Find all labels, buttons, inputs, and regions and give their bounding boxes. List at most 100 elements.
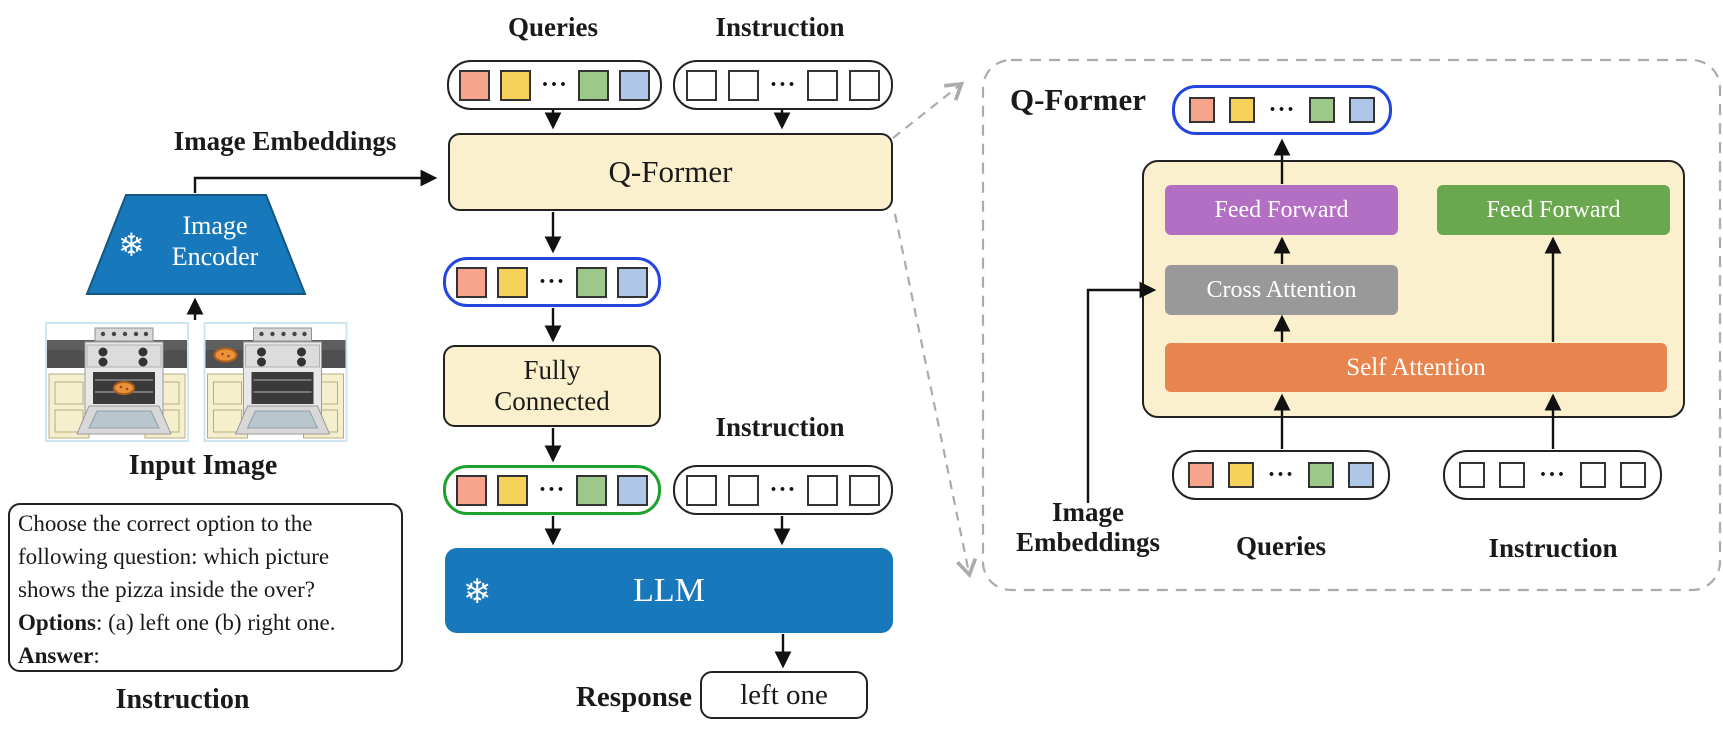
yellow-token	[497, 266, 529, 298]
qformer-box: Q-Former	[448, 133, 893, 211]
snowflake-icon: ❄	[118, 227, 145, 263]
qformer-box-label: Q-Former	[608, 154, 733, 189]
panel-query-output-row: ···	[1172, 85, 1392, 135]
fully-connected-label: Fully Connected	[494, 355, 609, 417]
input-image-right	[203, 322, 348, 442]
panel-image-embeddings-label: Image Embeddings	[985, 497, 1191, 557]
plain-token	[1458, 462, 1485, 488]
ellipsis: ···	[1268, 97, 1296, 123]
llm-label: LLM	[633, 571, 705, 609]
plain-token	[727, 69, 759, 101]
yellow-token	[1227, 462, 1254, 488]
plain-token	[1619, 462, 1646, 488]
answer-label: Answer	[18, 643, 94, 668]
blue-token	[1349, 97, 1376, 123]
blue-token	[616, 266, 648, 298]
snowflake-icon: ❄	[463, 574, 492, 611]
instruction-caption: Instruction	[115, 684, 250, 715]
query-output-row: ···	[443, 257, 661, 307]
image-embeddings-arrow	[193, 169, 438, 193]
image-encoder-line1: Image	[182, 211, 248, 240]
instruction-token-row-top: ···	[673, 60, 893, 110]
fully-connected-line2: Connected	[494, 386, 610, 416]
queries-label-top: Queries	[508, 12, 598, 42]
ellipsis: ···	[769, 72, 797, 98]
feed-forward-right-label: Feed Forward	[1486, 196, 1621, 223]
panel-instruction-label: Instruction	[1488, 533, 1618, 563]
zoom-connector-bottom	[893, 213, 978, 579]
queries-token-row: ···	[447, 60, 662, 110]
plain-token	[807, 474, 839, 506]
image-encoder-trapezoid	[85, 194, 307, 295]
self-attention-block: Self Attention	[1165, 343, 1667, 392]
green-token	[1308, 462, 1335, 488]
prompt-line4: Options: (a) left one (b) right one.	[18, 606, 393, 639]
answer-text: :	[93, 643, 100, 668]
options-text: : (a) left one (b) right one.	[95, 610, 336, 635]
cross-attention-block: Cross Attention	[1165, 265, 1398, 315]
feed-forward-left-label: Feed Forward	[1214, 196, 1349, 223]
instruction-label-mid: Instruction	[715, 412, 845, 442]
ellipsis: ···	[538, 269, 566, 295]
green-token	[575, 266, 607, 298]
panel-image-embeddings-line1: Image	[1052, 497, 1124, 527]
input-image-left	[45, 322, 189, 442]
prompt-line5: Answer:	[18, 639, 393, 672]
plain-token	[727, 474, 759, 506]
green-token	[575, 474, 607, 506]
instruction-prompt-box: Choose the correct option to the followi…	[8, 503, 403, 672]
ellipsis: ···	[1538, 462, 1566, 488]
image-encoder-line2: Encoder	[171, 242, 259, 271]
instruction-label-top: Instruction	[715, 12, 845, 42]
blue-token	[616, 474, 648, 506]
ellipsis: ···	[538, 477, 566, 503]
green-token	[577, 69, 609, 101]
instruction-token-row-mid: ···	[673, 465, 893, 515]
panel-title: Q-Former	[1010, 82, 1146, 117]
prompt-line1: Choose the correct option to the	[18, 511, 313, 536]
salmon-token	[458, 69, 490, 101]
response-value: left one	[740, 678, 828, 711]
cross-attention-label: Cross Attention	[1206, 276, 1357, 303]
feed-forward-right-block: Feed Forward	[1437, 185, 1670, 235]
panel-queries-row: ···	[1172, 450, 1390, 500]
image-embeddings-label: Image Embeddings	[173, 126, 397, 156]
llm-box: ❄ LLM	[445, 548, 893, 633]
response-box: left one	[700, 671, 868, 719]
prompt-line3: shows the pizza inside the over?	[18, 577, 315, 602]
fully-connected-line1: Fully	[523, 355, 581, 385]
blue-token	[1348, 462, 1375, 488]
feed-forward-left-block: Feed Forward	[1165, 185, 1398, 235]
ellipsis: ···	[540, 72, 568, 98]
response-label: Response	[575, 681, 692, 713]
yellow-token	[1228, 97, 1255, 123]
input-image-label: Input Image	[128, 450, 278, 481]
salmon-token	[1187, 462, 1214, 488]
blue-token	[618, 69, 650, 101]
fully-connected-box: Fully Connected	[443, 345, 661, 427]
salmon-token	[456, 266, 488, 298]
ellipsis: ···	[769, 477, 797, 503]
zoom-connector-top	[892, 81, 965, 139]
plain-token	[1579, 462, 1606, 488]
plain-token	[849, 69, 881, 101]
yellow-token	[497, 474, 529, 506]
plain-token	[807, 69, 839, 101]
plain-token	[685, 474, 717, 506]
plain-token	[849, 474, 881, 506]
self-attention-label: Self Attention	[1346, 353, 1486, 381]
prompt-line2: following question: which picture	[18, 544, 330, 569]
plain-token	[685, 69, 717, 101]
image-encoder-label: Image Encoder	[150, 210, 280, 272]
panel-image-embeddings-line2: Embeddings	[1015, 527, 1161, 557]
plain-token	[1498, 462, 1525, 488]
yellow-token	[499, 69, 531, 101]
salmon-token	[456, 474, 488, 506]
salmon-token	[1188, 97, 1215, 123]
ellipsis: ···	[1267, 462, 1295, 488]
panel-queries-label: Queries	[1236, 531, 1326, 561]
green-token	[1309, 97, 1336, 123]
projected-token-row: ···	[443, 465, 661, 515]
options-label: Options	[18, 610, 96, 635]
